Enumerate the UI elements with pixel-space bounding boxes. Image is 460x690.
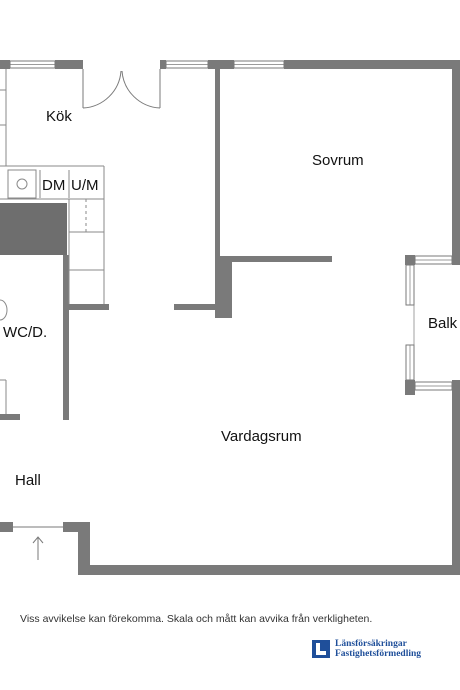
- room-label-balk: Balk: [428, 315, 458, 332]
- logo-line-1: Länsförsäkringar: [335, 639, 407, 649]
- kitchen-counters: [0, 69, 105, 304]
- sovrum-pillar: [215, 256, 232, 318]
- sink: [7, 169, 37, 199]
- top-wall-mid-left: [55, 60, 83, 69]
- balcony-bottom-right: [452, 380, 460, 395]
- logo-line-2: Fastighetsförmedling: [335, 649, 422, 659]
- top-wall-right: [284, 60, 460, 69]
- bottom-wall-step: [78, 522, 90, 575]
- room-label-wc: WC/D.: [3, 324, 47, 341]
- room-label-vardagsrum: Vardagsrum: [221, 428, 302, 445]
- sovrum-bottom-wall: [215, 256, 332, 262]
- balcony-top-right: [452, 255, 460, 265]
- top-wall-left: [0, 60, 10, 69]
- logo-mark-icon: [312, 640, 330, 658]
- sovrum-stub: [174, 304, 219, 310]
- room-label-sovrum: Sovrum: [312, 152, 364, 169]
- wc-fixtures: [0, 299, 8, 414]
- bottom-wall-far-left: [0, 522, 13, 532]
- right-wall-bottom: [452, 395, 460, 575]
- company-logo: Länsförsäkringar Fastighetsförmedling: [312, 636, 436, 662]
- shaft-block: [0, 203, 67, 255]
- room-label-hall: Hall: [15, 472, 41, 489]
- bottom-wall: [78, 565, 460, 575]
- sovrum-left-wall: [215, 69, 220, 259]
- balcony-pillar-bottom: [405, 380, 415, 395]
- room-label-kok: Kök: [46, 108, 72, 125]
- right-wall-top: [452, 60, 460, 255]
- kitchen-double-door: [82, 69, 161, 109]
- top-wall-mid: [160, 60, 166, 69]
- balcony-pillar-top: [405, 255, 415, 265]
- wc-bottom-wall: [0, 414, 20, 420]
- wc-toilet: [0, 299, 8, 321]
- windows: [9, 60, 453, 391]
- kitchen-divider: [69, 304, 109, 310]
- entrance-arrow: [13, 526, 63, 560]
- disclaimer-text: Viss avvikelse kan förekomma. Skala och …: [20, 613, 373, 625]
- bottom-wall-left: [63, 522, 90, 532]
- label-dm: DM: [42, 177, 65, 194]
- label-um: U/M: [71, 177, 99, 194]
- walls: [0, 60, 460, 575]
- floor-plan: Kök Sovrum DM U/M Balk WC/D. Vardagsrum …: [0, 60, 460, 575]
- top-wall-mid2: [208, 60, 234, 69]
- kitchen-right-wall: [63, 255, 69, 420]
